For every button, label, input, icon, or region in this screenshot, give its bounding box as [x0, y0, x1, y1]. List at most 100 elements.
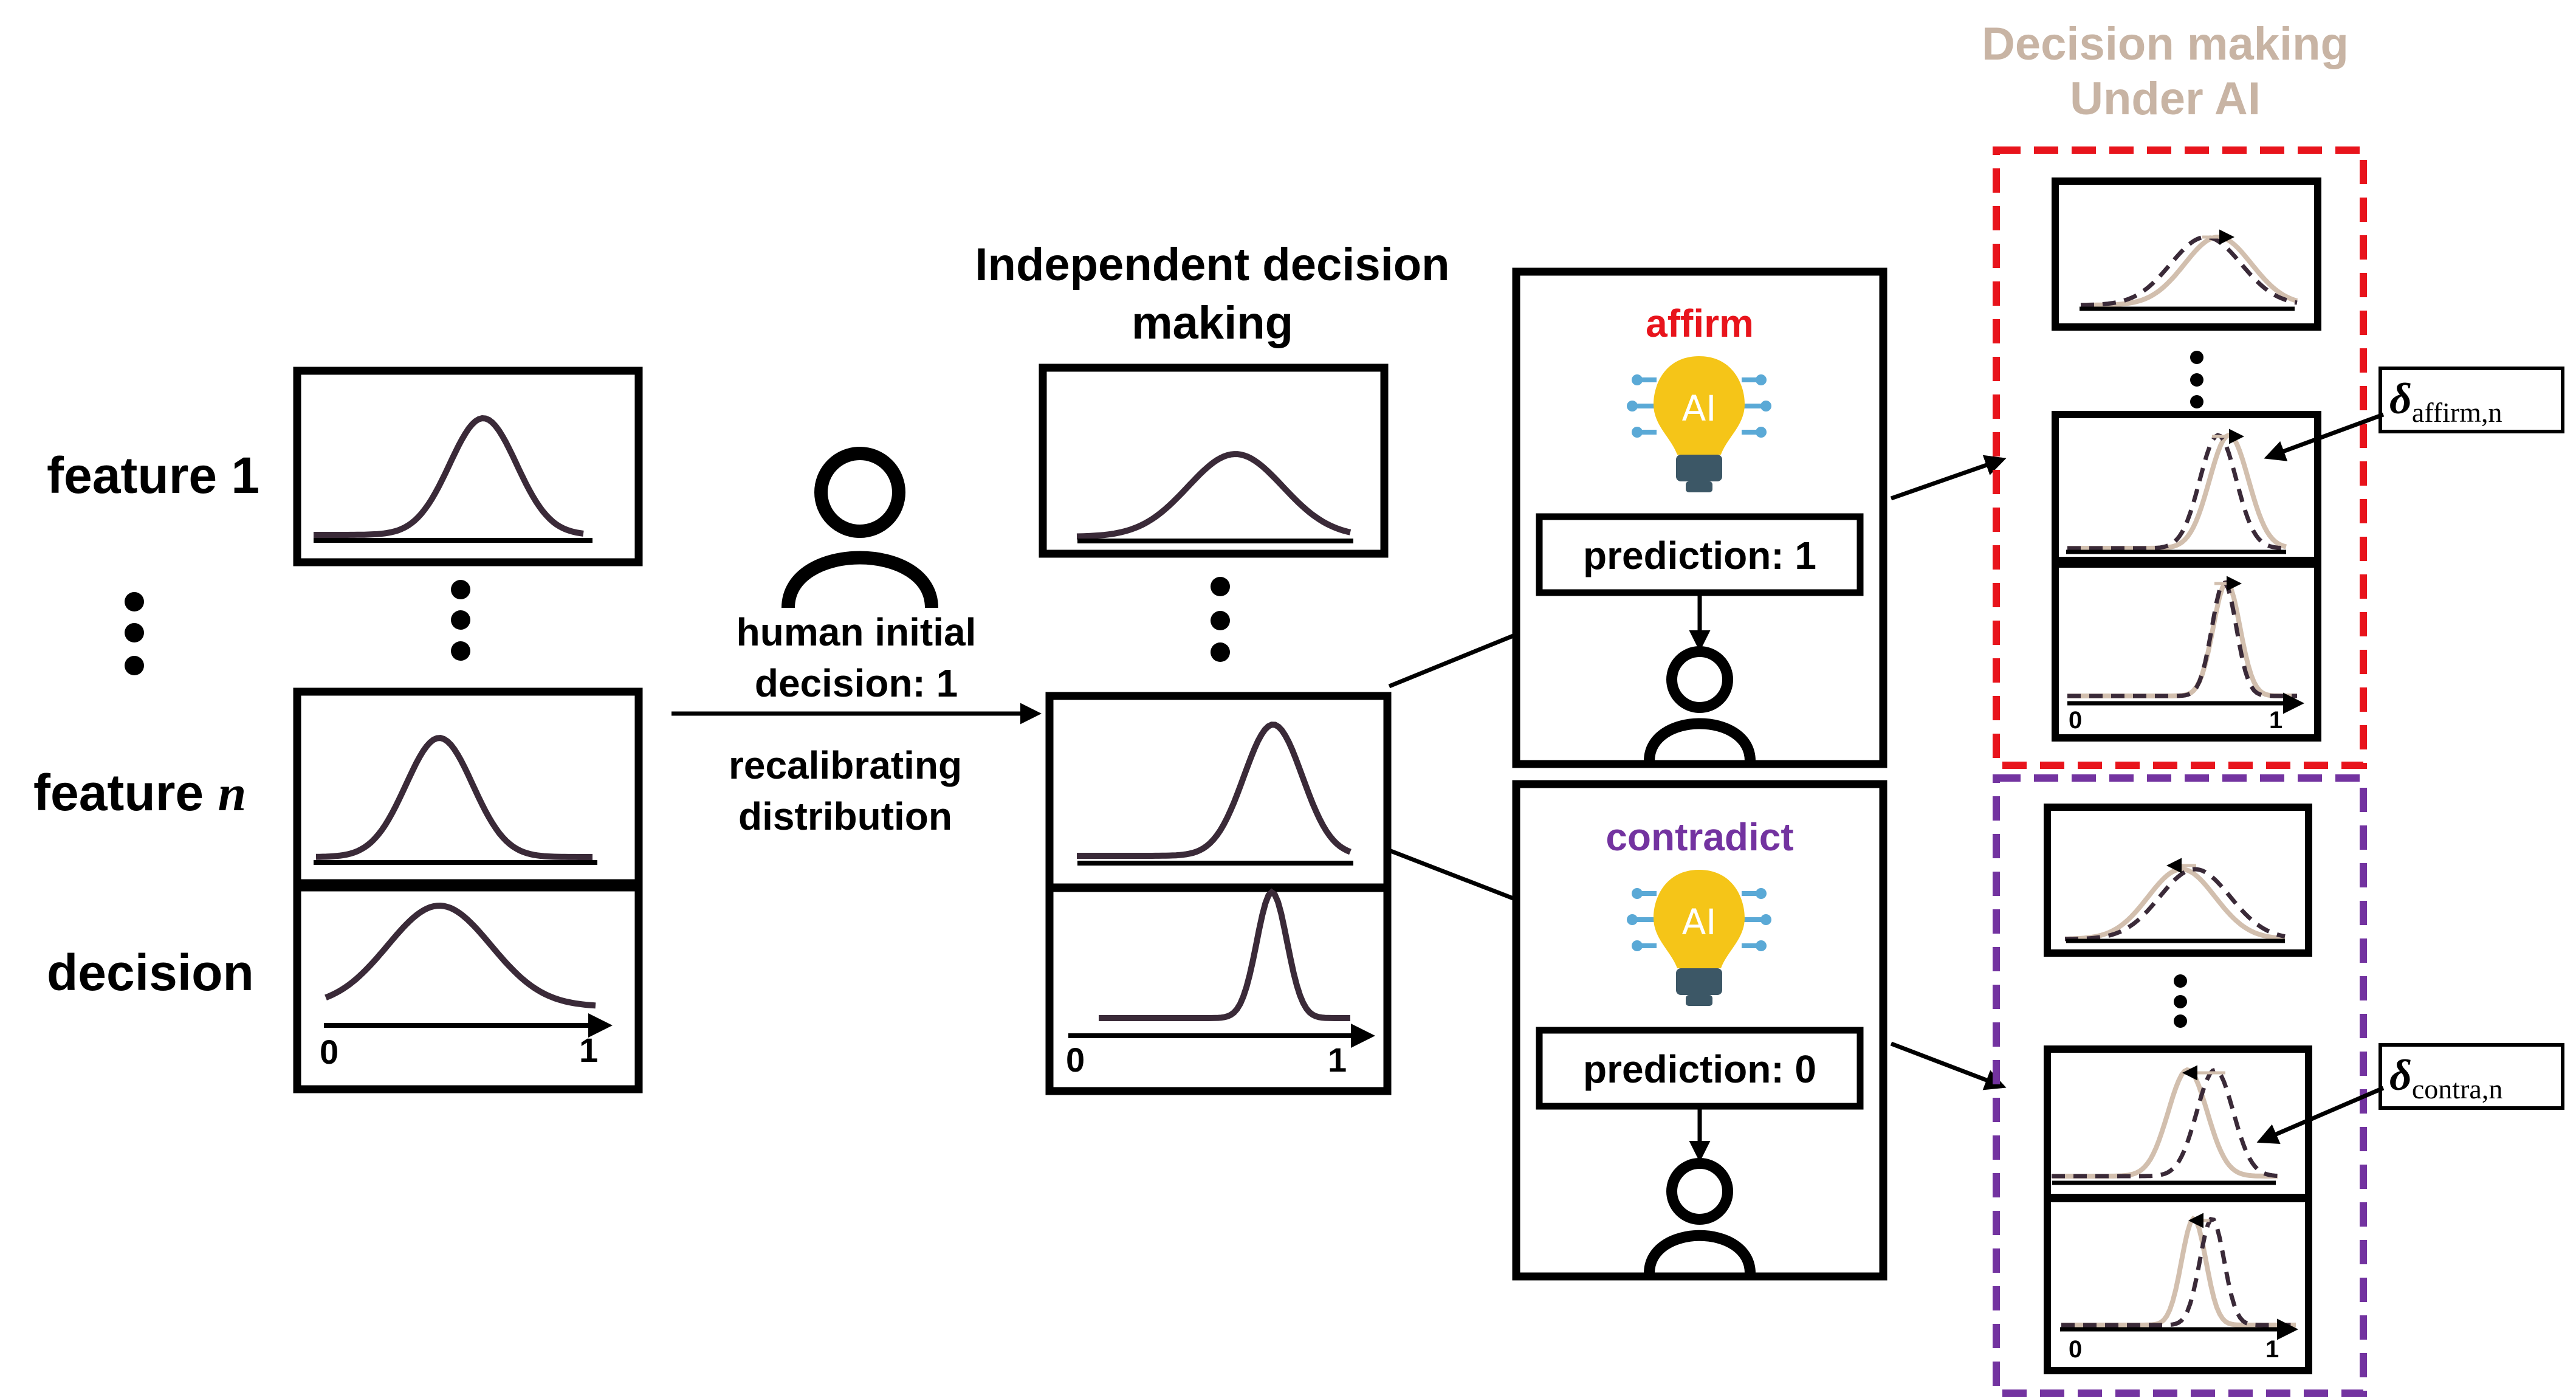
- ai-section-title-line1: Decision making: [1982, 18, 2349, 70]
- independent-section-title-line2: making: [1131, 297, 1294, 349]
- contradict-bulb-text: AI: [1681, 901, 1717, 943]
- contradict-feature-n-tan-curve: [2052, 1067, 2278, 1179]
- affirm-feature-1-panel: [2052, 177, 2321, 331]
- affirm-decision-dashed-curve: [2067, 580, 2297, 698]
- ai-lightbulb-icon: [1627, 356, 1771, 492]
- feature-1-curve: [314, 415, 584, 538]
- affirm-feature-n-dashed-curve: [2067, 433, 2287, 551]
- person-shoulders-icon: [781, 551, 938, 608]
- affirm-output-arrow: [1890, 455, 2007, 501]
- feature-n-label-variable: n: [218, 765, 247, 822]
- feature-n-panel: [293, 687, 643, 887]
- affirm-axis-max-label: 1: [2269, 707, 2283, 734]
- contradict-feature-1-dashed-curve: [2064, 867, 2286, 942]
- ellipsis-dot: [2190, 373, 2203, 387]
- feature-n-label: feature n: [33, 767, 246, 819]
- decision-panel: [293, 883, 643, 1093]
- recalibrate-label: recalibrating distribution: [729, 746, 962, 836]
- independent-axis-min-label: 0: [1066, 1041, 1085, 1079]
- ai-affirm-panel: [1512, 267, 1887, 768]
- delta-contra-label-box: [2379, 1043, 2564, 1110]
- affirm-group-box: [1993, 146, 2367, 769]
- ellipsis-dot: [451, 580, 470, 599]
- connector-line: [1388, 848, 1514, 901]
- delta-affirm-label-box: [2379, 367, 2564, 433]
- delta-contra-pointer: [2256, 1086, 2385, 1144]
- ellipsis-dot: [2174, 995, 2187, 1008]
- contradict-prediction-box: [1536, 1027, 1864, 1110]
- feature-n-label-text: feature: [33, 764, 204, 821]
- contradict-feature-1-panel: [2044, 804, 2312, 957]
- ellipsis-dot: [2174, 974, 2187, 988]
- ellipsis-dot: [2190, 351, 2203, 364]
- person-head-icon: [814, 447, 905, 538]
- ellipsis-dot: [1211, 611, 1230, 630]
- independent-section-title: Independent decision making: [975, 242, 1449, 346]
- independent-axis-max-label: 1: [1328, 1041, 1347, 1079]
- independent-decision-panel: [1045, 884, 1392, 1095]
- connector-line: [1388, 633, 1514, 689]
- ellipsis-dot: [2174, 1014, 2187, 1028]
- contradict-label: contradict: [1606, 815, 1794, 859]
- contradict-prediction-label: prediction: 0: [1582, 1047, 1817, 1091]
- delta-affirm-symbol: δ: [2389, 374, 2412, 423]
- affirm-user-shoulders-icon: [1644, 718, 1756, 762]
- contradict-decision-panel: [2044, 1195, 2312, 1374]
- contradict-decision-tan-curve: [2061, 1215, 2296, 1327]
- delta-contra-label: δcontra,n: [2389, 1051, 2502, 1103]
- independent-section-title-line1: Independent decision: [975, 239, 1450, 291]
- ai-section-title-line2: Under AI: [2070, 73, 2261, 125]
- recalibrate-line1: recalibrating: [728, 743, 963, 787]
- affirm-decision-tan-curve: [2067, 580, 2297, 698]
- contradict-user-head-icon: [1666, 1158, 1733, 1225]
- decision-axis-min-label: 0: [320, 1033, 339, 1071]
- independent-feature-n-curve: [1077, 721, 1352, 859]
- ellipsis-dot: [125, 623, 144, 642]
- delta-contra-symbol: δ: [2389, 1051, 2412, 1100]
- affirm-feature-n-tan-curve: [2067, 432, 2287, 551]
- contradict-user-shoulders-icon: [1644, 1230, 1756, 1274]
- ellipsis-dot: [1211, 577, 1230, 596]
- affirm-feature-1-tan-curve: [2081, 234, 2298, 308]
- decision-curve: [325, 902, 596, 1009]
- affirm-feature-1-dashed-curve: [2080, 235, 2298, 308]
- ai-contradict-panel: [1512, 780, 1887, 1281]
- ellipsis-dot: [2190, 395, 2203, 408]
- ai-section-title: Decision making Under AI: [1982, 21, 2349, 122]
- contradict-axis-min-label: 0: [2069, 1336, 2083, 1363]
- ellipsis-dot: [1211, 642, 1230, 662]
- contradict-output-arrow: [1890, 1041, 2007, 1090]
- human-initial-decision-line1: human initial: [736, 610, 977, 654]
- ellipsis-dot: [125, 656, 144, 675]
- feature-n-curve: [315, 735, 592, 860]
- decision-label: decision: [47, 944, 254, 1001]
- human-initial-decision-line2: decision: 1: [754, 661, 958, 705]
- affirm-bulb-text: AI: [1681, 388, 1717, 429]
- affirm-prediction-box: [1536, 513, 1864, 596]
- feature-1-label: feature 1: [47, 447, 260, 504]
- ellipsis-dot: [451, 610, 470, 630]
- ellipsis-dot: [125, 592, 144, 611]
- affirm-label: affirm: [1646, 301, 1754, 345]
- delta-contra-subscript: contra,n: [2411, 1073, 2503, 1104]
- affirm-axis-min-label: 0: [2069, 707, 2083, 734]
- affirm-user-head-icon: [1666, 646, 1733, 713]
- affirm-prediction-label: prediction: 1: [1582, 534, 1817, 577]
- ellipsis-dot: [451, 641, 470, 661]
- human-initial-decision-label: human initial decision: 1: [737, 613, 977, 703]
- affirm-decision-panel: [2052, 560, 2321, 742]
- decision-axis-max-label: 1: [579, 1031, 599, 1069]
- contradict-feature-n-dashed-curve: [2052, 1067, 2278, 1179]
- delta-affirm-label: δaffirm,n: [2389, 374, 2502, 427]
- independent-decision-curve: [1099, 888, 1350, 1021]
- delta-affirm-subscript: affirm,n: [2411, 397, 2502, 428]
- independent-feature-1-curve: [1076, 451, 1352, 540]
- independent-feature-1-panel: [1039, 363, 1389, 558]
- contradict-decision-dashed-curve: [2061, 1216, 2296, 1327]
- delta-affirm-pointer: [2264, 412, 2385, 461]
- recalibrate-line2: distribution: [738, 794, 952, 838]
- ai-lightbulb-icon: [1627, 870, 1771, 1006]
- feature-1-panel: [293, 367, 643, 566]
